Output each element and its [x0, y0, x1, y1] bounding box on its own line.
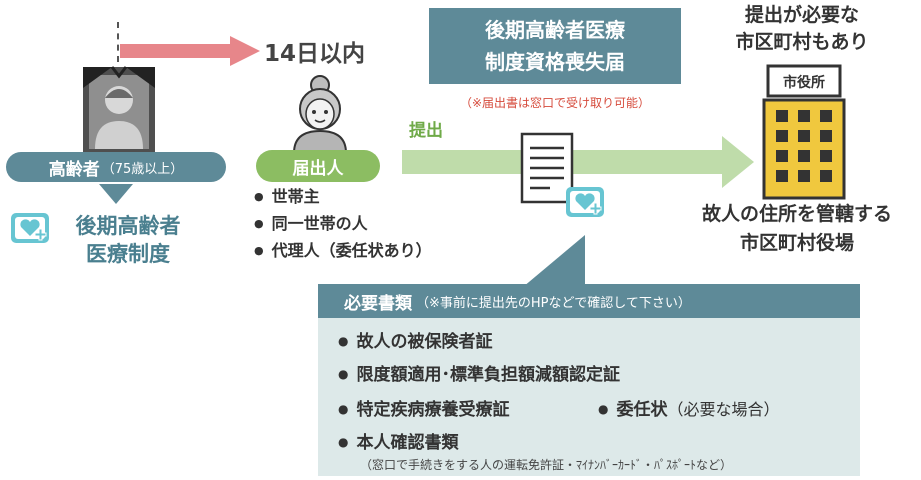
submit-label: 提出	[409, 121, 443, 141]
form-title-line1: 後期高齢者医療	[485, 18, 625, 42]
requirement-item-text: 委任状	[616, 400, 668, 420]
requirement-item-text: 限度額適用･標準負担額減額認定証	[356, 365, 620, 385]
medical-system-line2: 医療制度	[86, 242, 170, 266]
requirements-title: 必要書類	[344, 293, 412, 314]
form-title-line2: 制度資格喪失届	[485, 50, 625, 74]
office-note: 提出が必要な 市区町村もあり	[712, 2, 892, 56]
elder-label: 高齢者（75歳以上）	[6, 152, 226, 182]
document-icon	[520, 132, 574, 204]
notifier-list: 世帯主 同一世帯の人 代理人（委任状あり）	[254, 184, 432, 265]
form-title: 後期高齢者医療 制度資格喪失届	[429, 8, 681, 84]
requirement-item: ●本人確認書類	[338, 433, 459, 453]
proxy-note: （必要な場合）	[667, 400, 780, 419]
elder-label-text: 高齢者	[48, 159, 100, 180]
memorial-portrait-icon	[83, 66, 155, 153]
requirement-item: ●特定疾病療養受療証	[338, 400, 510, 420]
requirements-title-note: （※事前に提出先のHPなどで確認して下さい）	[416, 295, 691, 311]
requirement-item: ●限度額適用･標準負担額減額認定証	[338, 365, 620, 385]
medical-system-line1: 後期高齢者	[75, 214, 181, 238]
office-sign-text: 市役所	[783, 74, 825, 91]
requirement-item: ●委任状（必要な場合）	[598, 400, 780, 420]
timeline-start-marker	[117, 22, 119, 62]
submit-arrow-icon	[402, 136, 754, 188]
requirement-item-text: 特定疾病療養受療証	[356, 400, 510, 420]
notifier-item: 同一世帯の人	[254, 211, 432, 238]
notifier-item: 代理人（委任状あり）	[254, 238, 432, 265]
notifier-label: 届出人	[256, 150, 380, 182]
office-caption: 故人の住所を管轄する 市区町村役場	[672, 200, 921, 258]
office-note-line1: 提出が必要な	[744, 4, 859, 26]
elderly-woman-icon	[292, 75, 348, 153]
notifier-item: 世帯主	[254, 184, 432, 211]
deadline-label: 14日以内	[264, 41, 366, 67]
id-document-note: （窓口で手続きをする人の運転免許証・ﾏｲﾅﾝﾊﾞｰｶｰﾄﾞ・ﾊﾟｽﾎﾟｰﾄなど）	[360, 458, 733, 472]
health-card-icon	[566, 187, 604, 217]
requirement-item-text: 本人確認書類	[356, 433, 459, 453]
deadline-arrow-icon	[120, 36, 260, 66]
down-arrow-icon	[99, 184, 133, 204]
health-card-icon	[11, 213, 49, 243]
callout-pointer	[523, 235, 585, 287]
form-note: （※届出書は窓口で受け取り可能）	[459, 96, 651, 110]
office-caption-line1: 故人の住所を管轄する	[701, 203, 892, 225]
elder-age-note: （75歳以上）	[101, 161, 184, 177]
medical-system-label: 後期高齢者 医療制度	[58, 212, 198, 268]
requirement-item-text: 故人の被保険者証	[356, 332, 493, 352]
office-caption-line2: 市区町村役場	[739, 232, 854, 254]
requirement-item: ●故人の被保険者証	[338, 332, 493, 352]
city-office-building-icon: 市役所	[762, 64, 846, 200]
requirements-header: 必要書類 （※事前に提出先のHPなどで確認して下さい）	[318, 284, 860, 318]
office-note-line2: 市区町村もあり	[735, 31, 869, 53]
requirements-panel: ●故人の被保険者証 ●限度額適用･標準負担額減額認定証 ●特定疾病療養受療証 ●…	[318, 318, 860, 476]
